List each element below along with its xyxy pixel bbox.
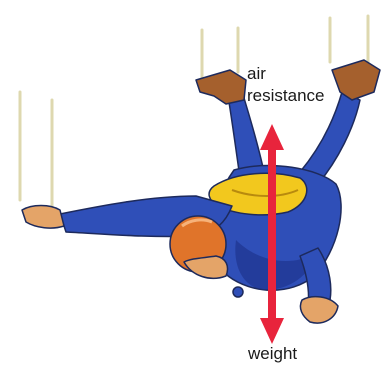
air-resistance-label-line2: resistance: [247, 86, 324, 105]
left-hand: [22, 206, 64, 229]
air-resistance-label-line1: air: [247, 64, 266, 83]
right-boot: [332, 60, 380, 100]
right-hand: [300, 297, 338, 323]
air-resistance-arrowhead: [260, 124, 284, 150]
skydiver-figure-icon: [22, 60, 380, 323]
face: [184, 256, 228, 278]
weight-arrowhead: [260, 318, 284, 344]
helmet-clip: [233, 287, 243, 297]
force-arrow-shaft: [268, 146, 276, 322]
weight-label: weight: [248, 344, 297, 363]
